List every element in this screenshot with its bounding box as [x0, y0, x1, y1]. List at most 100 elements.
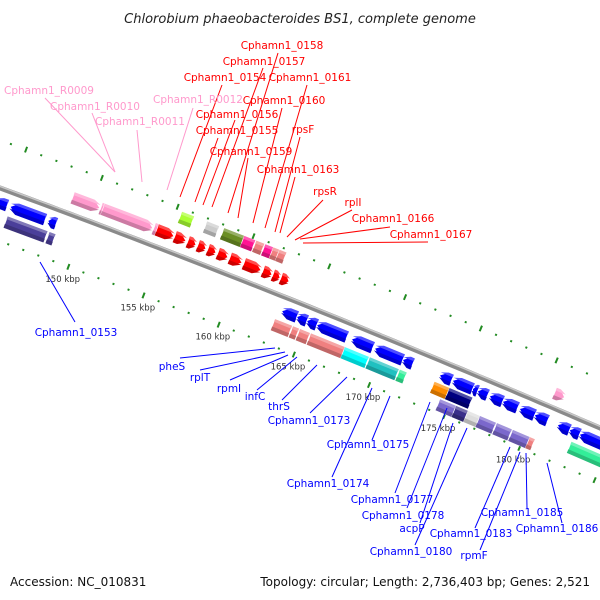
gene-feature[interactable]	[205, 243, 217, 257]
gene-feature[interactable]	[507, 429, 531, 449]
gene-feature[interactable]	[444, 387, 473, 410]
feature-label[interactable]: thrS	[268, 401, 290, 413]
gene-feature[interactable]	[45, 231, 56, 246]
gene-feature[interactable]	[451, 405, 469, 423]
gene-feature[interactable]	[288, 325, 300, 341]
gene-feature[interactable]	[185, 235, 197, 249]
gene-feature[interactable]	[296, 313, 310, 327]
feature-label[interactable]: rplT	[190, 372, 211, 384]
gene-feature[interactable]	[501, 398, 521, 414]
feature-label[interactable]: rpsF	[292, 124, 315, 136]
gene-feature[interactable]	[578, 431, 600, 455]
gene-feature[interactable]	[270, 269, 281, 283]
gene-feature[interactable]	[239, 235, 256, 252]
feature-label[interactable]: Cphamn1_0175	[327, 439, 410, 451]
gene-feature[interactable]	[435, 398, 457, 418]
gene-feature[interactable]	[373, 345, 406, 366]
feature-label[interactable]: Cphamn1_0173	[268, 415, 351, 427]
gene-feature[interactable]	[340, 346, 370, 369]
gene-feature[interactable]	[316, 321, 350, 343]
feature-label[interactable]: Cphamn1_0155	[196, 125, 279, 137]
gene-feature[interactable]	[551, 387, 566, 401]
feature-label[interactable]: Cphamn1_R0012	[153, 94, 243, 106]
feature-label[interactable]: rpmF	[460, 550, 487, 562]
gene-feature[interactable]	[351, 336, 376, 354]
gene-shade	[281, 312, 297, 323]
feature-label[interactable]: Cphamn1_0163	[257, 164, 340, 176]
feature-label[interactable]: Cphamn1_0174	[287, 478, 370, 490]
gene-highlight	[278, 249, 287, 256]
feature-label[interactable]: rplI	[345, 197, 362, 209]
gene-feature[interactable]	[524, 436, 536, 451]
gene-feature[interactable]	[518, 405, 538, 422]
gene-feature[interactable]	[429, 381, 450, 400]
feature-label[interactable]: Cphamn1_0154	[184, 72, 267, 84]
feature-label[interactable]: Cphamn1_0157	[223, 56, 306, 68]
gene-feature[interactable]	[70, 191, 101, 212]
feature-label[interactable]: rpmI	[217, 383, 241, 395]
feature-label[interactable]: Cphamn1_0185	[481, 507, 564, 519]
feature-label[interactable]: pheS	[159, 361, 186, 373]
gene-feature[interactable]	[251, 240, 265, 256]
feature-label[interactable]: Cphamn1_0167	[390, 229, 473, 241]
feature-label[interactable]: Cphamn1_0158	[241, 40, 324, 52]
feature-label[interactable]: Cphamn1_0180	[370, 546, 453, 558]
gene-highlight	[208, 244, 217, 250]
gene-feature[interactable]	[394, 369, 408, 384]
gene-feature[interactable]	[401, 356, 416, 370]
gene-feature[interactable]	[177, 211, 195, 228]
gene-feature[interactable]	[295, 328, 311, 345]
gene-feature[interactable]	[219, 227, 245, 248]
gene-feature[interactable]	[476, 387, 491, 402]
leader-line	[194, 137, 219, 203]
gene-feature[interactable]	[270, 318, 293, 338]
gene-highlight	[6, 216, 48, 234]
feature-label[interactable]: Cphamn1_R0010	[50, 101, 140, 113]
gene-feature[interactable]	[274, 249, 287, 265]
gene-feature[interactable]	[438, 372, 455, 387]
feature-label[interactable]: Cphamn1_R0011	[95, 116, 185, 128]
gene-feature[interactable]	[365, 356, 400, 381]
gene-feature[interactable]	[568, 426, 583, 441]
feature-label[interactable]: rpsR	[313, 186, 337, 198]
gene-feature[interactable]	[491, 422, 513, 441]
feature-label[interactable]: acpP	[399, 523, 424, 535]
feature-label[interactable]: Cphamn1_0159	[210, 146, 293, 158]
gene-feature[interactable]	[202, 221, 220, 238]
gene-feature[interactable]	[281, 307, 300, 323]
gene-feature[interactable]	[306, 333, 346, 359]
feature-label[interactable]: Cphamn1_0178	[362, 510, 445, 522]
feature-label[interactable]: Cphamn1_0156	[196, 109, 279, 121]
gene-feature[interactable]	[9, 203, 48, 226]
gene-feature[interactable]	[451, 377, 476, 395]
gene-feature[interactable]	[566, 441, 600, 479]
feature-label[interactable]: Cphamn1_0177	[351, 494, 434, 506]
feature-label[interactable]: Cphamn1_0183	[430, 528, 513, 540]
gene-feature[interactable]	[227, 252, 243, 267]
gene-feature[interactable]	[241, 257, 262, 274]
gene-feature[interactable]	[172, 230, 187, 245]
gene-feature[interactable]	[154, 223, 175, 240]
gene-shade	[518, 410, 534, 421]
gene-feature[interactable]	[306, 317, 320, 331]
gene-feature[interactable]	[260, 265, 273, 279]
gene-feature[interactable]	[278, 272, 290, 286]
gene-feature[interactable]	[47, 216, 59, 230]
leader-line	[39, 261, 76, 323]
gene-feature[interactable]	[556, 422, 573, 436]
feature-label[interactable]: Cphamn1_0166	[352, 213, 435, 225]
feature-label[interactable]: infC	[245, 391, 266, 403]
gene-feature[interactable]	[3, 216, 48, 243]
gene-feature[interactable]	[0, 197, 10, 212]
feature-label[interactable]: Cphamn1_0161	[269, 72, 352, 84]
feature-label[interactable]: Cphamn1_0186	[516, 523, 599, 535]
feature-label[interactable]: Cphamn1_0160	[243, 95, 326, 107]
feature-label[interactable]: Cphamn1_R0009	[4, 85, 94, 97]
feature-label[interactable]: Cphamn1_0153	[35, 327, 118, 339]
gene-feature[interactable]	[195, 239, 207, 253]
gene-feature[interactable]	[215, 247, 229, 261]
gene-feature[interactable]	[533, 412, 551, 427]
gene-feature[interactable]	[475, 415, 497, 435]
gene-feature[interactable]	[488, 393, 506, 408]
gene-feature[interactable]	[100, 203, 154, 232]
